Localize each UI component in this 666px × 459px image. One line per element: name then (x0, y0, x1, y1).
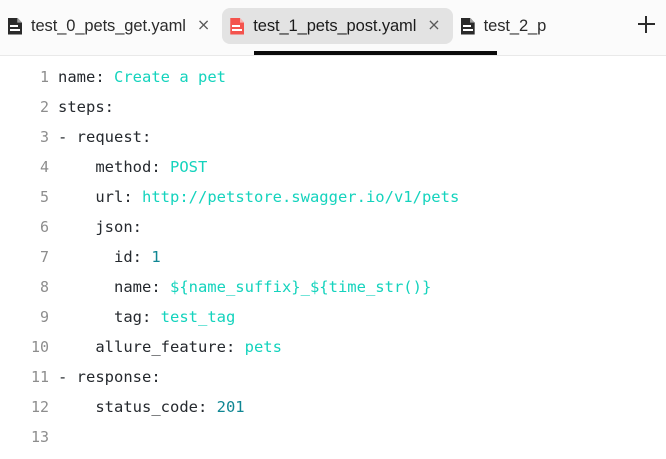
code-text: status_code: 201 (58, 398, 245, 416)
code-token-plain: status_code: (58, 398, 217, 416)
code-token-plain: name: (58, 278, 170, 296)
line-number: 8 (39, 278, 49, 296)
code-line[interactable]: 3 - request: (0, 128, 666, 158)
line-number: 9 (39, 308, 49, 326)
new-tab-button[interactable] (632, 10, 660, 38)
plus-icon (645, 15, 647, 33)
code-text: json: (58, 218, 142, 236)
line-number: 5 (39, 188, 49, 206)
line-number: 4 (39, 158, 49, 176)
code-line[interactable]: 1 name: Create a pet (0, 68, 666, 98)
code-token-plain: tag: (58, 308, 161, 326)
code-editor[interactable]: 1 name: Create a pet 2 steps: 3 - request: 4 m… (0, 56, 666, 459)
tab-close-icon[interactable]: × (427, 15, 441, 34)
tab-test-1-pets-post[interactable]: test_1_pets_post.yaml × (222, 8, 453, 44)
line-number: 6 (39, 218, 49, 236)
line-number: 1 (39, 68, 49, 86)
tab-label: test_1_pets_post.yaml (253, 16, 417, 35)
code-line[interactable]: 9 tag: test_tag (0, 308, 666, 338)
line-number: 10 (30, 338, 49, 356)
code-token-string: POST (169, 158, 208, 176)
code-token-string: http://petstore.swagger.io/v1/pets (142, 188, 460, 206)
code-line[interactable]: 2 steps: (0, 98, 666, 128)
code-token-plain: name: (58, 68, 114, 86)
line-number: 11 (30, 368, 49, 386)
code-token-number: 201 (216, 398, 245, 416)
code-text: allure_feature: pets (58, 338, 282, 356)
code-text: - request: (58, 128, 151, 146)
code-token-plain: id: (58, 248, 152, 266)
tab-test-2-pets[interactable]: test_2_p (453, 8, 557, 44)
code-line[interactable]: 6 json: (0, 218, 666, 248)
code-text: tag: test_tag (58, 308, 235, 326)
file-icon (8, 17, 22, 35)
code-token-plain: - request: (58, 128, 152, 146)
active-tab-indicator (254, 51, 497, 55)
code-line[interactable]: 8 name: ${name_suffix}_${time_str()} (0, 278, 666, 308)
line-number: 2 (39, 98, 49, 116)
tab-test-0-pets-get[interactable]: test_0_pets_get.yaml × (0, 8, 222, 44)
code-token-plain: steps: (58, 98, 114, 116)
tab-close-icon[interactable]: × (196, 15, 211, 34)
line-number: 3 (39, 128, 49, 146)
code-line[interactable]: 10 allure_feature: pets (0, 338, 666, 368)
code-text: id: 1 (58, 248, 161, 266)
file-icon-red (230, 17, 245, 35)
file-icon (460, 17, 475, 35)
code-token-string: ${name_suffix}_${time_str()} (169, 278, 432, 296)
code-token-string: Create a pet (114, 68, 226, 86)
line-number: 7 (39, 248, 49, 266)
code-token-string: pets (244, 338, 282, 356)
code-line[interactable]: 11 - response: (0, 368, 666, 398)
code-line[interactable]: 13 (0, 428, 666, 458)
line-number: 12 (30, 398, 49, 416)
code-text: url: http://petstore.swagger.io/v1/pets (58, 188, 459, 206)
code-text: name: Create a pet (58, 68, 226, 86)
tab-label: test_0_pets_get.yaml (31, 16, 186, 35)
code-text: - response: (58, 368, 161, 386)
code-token-string: test_tag (160, 308, 236, 326)
code-text: name: ${name_suffix}_${time_str()} (58, 278, 431, 296)
code-token-plain: allure_feature: (58, 338, 245, 356)
code-token-plain: - response: (58, 368, 161, 386)
code-text: steps: (58, 98, 114, 116)
code-token-plain: json: (58, 218, 142, 236)
code-token-plain: url: (58, 188, 142, 206)
code-token-plain: method: (58, 158, 170, 176)
code-text: method: POST (58, 158, 207, 176)
code-line[interactable]: 5 url: http://petstore.swagger.io/v1/pet… (0, 188, 666, 218)
editor-tab-bar: test_0_pets_get.yaml × test_1_pets_post.… (0, 0, 666, 56)
code-body[interactable]: 1 name: Create a pet 2 steps: 3 - request: 4 m… (0, 68, 666, 458)
code-token-number: 1 (151, 248, 161, 266)
code-line[interactable]: 7 id: 1 (0, 248, 666, 278)
line-number: 13 (30, 428, 49, 446)
tab-strip: test_0_pets_get.yaml × test_1_pets_post.… (0, 0, 666, 48)
code-line[interactable]: 12 status_code: 201 (0, 398, 666, 428)
code-line[interactable]: 4 method: POST (0, 158, 666, 188)
tab-label: test_2_p (483, 16, 547, 35)
